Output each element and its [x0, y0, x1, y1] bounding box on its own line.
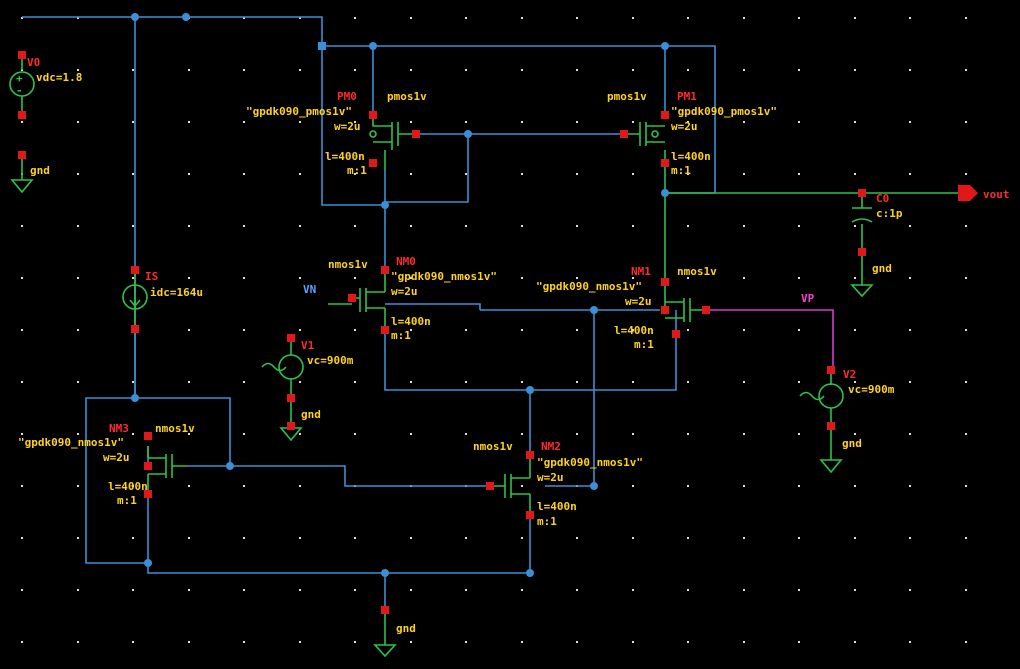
- nm2-transistor-icon[interactable]: [490, 455, 531, 515]
- nm1-w-label: w=2u: [625, 295, 652, 308]
- nm3-name-label: NM3: [109, 422, 129, 435]
- v0-name-label: V0: [27, 56, 40, 69]
- v1-name-label: V1: [301, 339, 315, 352]
- vp-net-label: VP: [801, 292, 815, 305]
- vout-label: vout: [983, 188, 1010, 201]
- nm0-l-label: l=400n: [391, 315, 431, 328]
- grid-dots: [21, 17, 967, 643]
- pm1-name-label: PM1: [677, 90, 697, 103]
- nm2-l-label: l=400n: [537, 500, 577, 513]
- is-name-label: IS: [145, 270, 158, 283]
- v1-gnd-label: gnd: [301, 408, 321, 421]
- c0-capacitor-icon[interactable]: [850, 207, 874, 298]
- vout-pin-icon[interactable]: [958, 185, 978, 201]
- main-gnd-icon: [373, 644, 397, 658]
- pm1-m-label: m:1: [671, 164, 691, 177]
- nm3-l-label: l=400n: [108, 480, 148, 493]
- v2-param-label: vc=900m: [848, 383, 895, 396]
- v2-gnd-label: gnd: [842, 437, 862, 450]
- vn-net-label: VN: [303, 283, 316, 296]
- nm1-l-label: l=400n: [614, 324, 654, 337]
- nm0-m-label: m:1: [391, 329, 411, 342]
- nm1-m-label: m:1: [634, 338, 654, 351]
- nm1-model-label: "gpdk090_nmos1v": [536, 280, 642, 293]
- device-wires: [21, 52, 958, 645]
- c0-gnd-label: gnd: [872, 262, 892, 275]
- nm1-name-label: NM1: [631, 265, 651, 278]
- pm0-cell-label: pmos1v: [387, 90, 427, 103]
- nm0-w-label: w=2u: [391, 285, 418, 298]
- v0-gnd-label: gnd: [30, 164, 50, 177]
- nm0-transistor-icon[interactable]: [352, 270, 386, 330]
- pm0-m-label: m:1: [347, 164, 367, 177]
- pm1-cell-label: pmos1v: [607, 90, 647, 103]
- pm0-name-label: PM0: [337, 90, 357, 103]
- v1-source-icon[interactable]: [261, 354, 304, 442]
- v1-param-label: vc=900m: [307, 354, 354, 367]
- svg-text:-: -: [16, 84, 23, 97]
- pm0-l-label: l=400n: [325, 150, 365, 163]
- v0-source-icon[interactable]: + -: [9, 71, 35, 194]
- is-param-label: idc=164u: [150, 286, 203, 299]
- nm1-cell-label: nmos1v: [677, 265, 717, 278]
- nm2-m-label: m:1: [537, 515, 557, 528]
- nm2-w-label: w=2u: [537, 471, 564, 484]
- nm0-model-label: "gpdk090_nmos1v": [391, 270, 497, 283]
- nm2-name-label: NM2: [541, 440, 561, 453]
- v2-source-icon[interactable]: [799, 383, 844, 474]
- svg-text:+: +: [16, 72, 23, 85]
- v2-name-label: V2: [843, 368, 856, 381]
- nm3-model-label: "gpdk090_nmos1v": [18, 436, 124, 449]
- pm0-transistor-icon[interactable]: [369, 118, 416, 170]
- pm1-w-label: w=2u: [671, 120, 698, 133]
- nm1-transistor-icon[interactable]: [665, 298, 706, 322]
- nm0-cell-label: nmos1v: [328, 258, 368, 271]
- nm3-w-label: w=2u: [103, 451, 130, 464]
- nm2-cell-label: nmos1v: [473, 440, 513, 453]
- pm0-w-label: w=2u: [334, 120, 361, 133]
- junction-dots: [131, 13, 669, 577]
- connection-pins: [18, 51, 866, 614]
- nm2-model-label: "gpdk090_nmos1v": [537, 456, 643, 469]
- c0-name-label: C0: [876, 192, 889, 205]
- nm0-name-label: NM0: [396, 255, 416, 268]
- pm1-transistor-icon[interactable]: [628, 122, 665, 146]
- v0-param-label: vdc=1.8: [36, 71, 82, 84]
- wires[interactable]: [22, 16, 716, 612]
- is-current-source-icon[interactable]: [122, 284, 148, 310]
- pm1-model-label: "gpdk090_pmos1v": [671, 105, 777, 118]
- nm3-cell-label: nmos1v: [155, 422, 195, 435]
- nm3-m-label: m:1: [117, 494, 137, 507]
- c0-param-label: c:1p: [876, 207, 903, 220]
- nm3-transistor-icon[interactable]: [147, 446, 187, 490]
- pm1-l-label: l=400n: [671, 150, 711, 163]
- pm0-model-label: "gpdk090_pmos1v": [246, 105, 352, 118]
- main-gnd-label: gnd: [396, 622, 416, 635]
